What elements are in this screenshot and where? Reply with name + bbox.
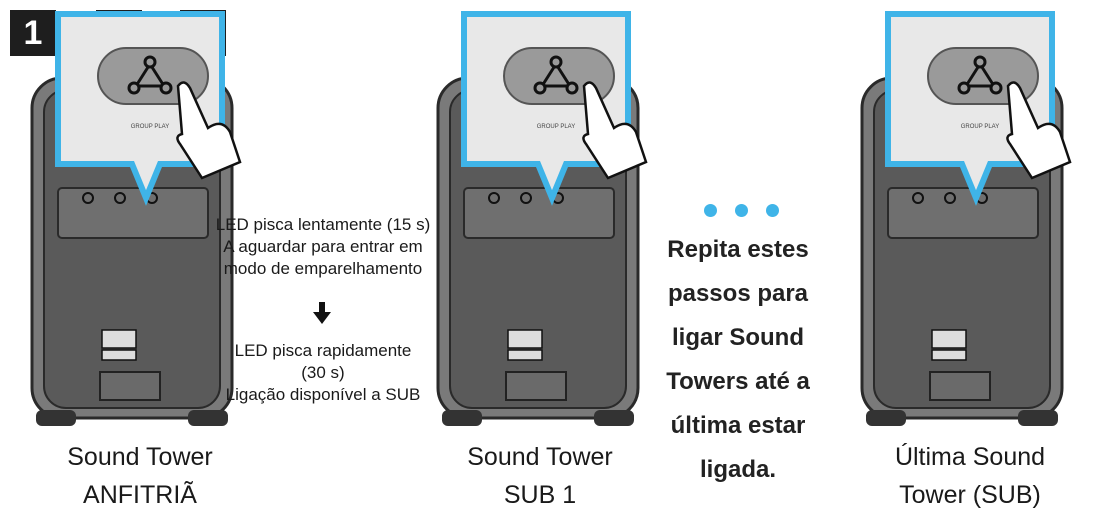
speaker-caption-last-sub: Última Sound Tower (SUB) xyxy=(850,438,1090,514)
caption-line: ANFITRIÃ xyxy=(83,481,197,509)
led-info-line: modo de emparelhamento xyxy=(223,259,423,278)
led-info-line: LED pisca rapidamente xyxy=(234,341,412,360)
ellipsis-dots xyxy=(704,204,779,217)
dot xyxy=(704,204,717,217)
hand-pointer-icon xyxy=(582,81,648,180)
caption-line: Última Sound xyxy=(894,443,1046,471)
dot xyxy=(766,204,779,217)
led-fast-info: LED pisca rapidamente (30 s) Ligação dis… xyxy=(198,340,448,406)
repeat-line: ligada. xyxy=(699,456,777,483)
dot xyxy=(735,204,748,217)
group-play-icon xyxy=(127,55,173,95)
speaker-caption-host: Sound Tower ANFITRIÃ xyxy=(20,438,260,514)
caption-line: SUB 1 xyxy=(503,481,577,509)
led-info-line: A aguardar para entrar em xyxy=(223,237,423,256)
hand-pointer-icon xyxy=(176,81,242,180)
button-label: GROUP PLAY xyxy=(537,124,575,130)
step-badge-1: 1 xyxy=(10,10,56,56)
repeat-line: ligar Sound xyxy=(672,324,804,351)
speaker-host: GROUP PLAY xyxy=(30,11,242,426)
led-info-line: LED pisca lentamente (15 s) xyxy=(215,215,431,234)
group-play-icon xyxy=(533,55,579,95)
led-info-line: (30 s) xyxy=(301,363,345,382)
button-label: GROUP PLAY xyxy=(961,124,999,130)
hand-pointer-icon xyxy=(1006,81,1072,180)
repeat-line: última estar xyxy=(670,412,806,439)
caption-line: Sound Tower xyxy=(467,443,613,471)
caption-line: Sound Tower xyxy=(67,443,213,471)
arrow-down-icon xyxy=(313,302,331,324)
repeat-line: Towers até a xyxy=(666,368,810,395)
repeat-line: passos para xyxy=(667,280,809,307)
speaker-sub1: GROUP PLAY xyxy=(436,11,648,426)
group-play-icon xyxy=(957,55,1003,95)
repeat-line: Repita estes xyxy=(667,236,809,263)
speaker-last-sub: GROUP PLAY xyxy=(860,11,1072,426)
caption-line: Tower (SUB) xyxy=(899,481,1041,509)
speaker-caption-sub1: Sound Tower SUB 1 xyxy=(420,438,660,514)
led-slow-info: LED pisca lentamente (15 s) A aguardar p… xyxy=(198,214,448,280)
led-info-line: Ligação disponível a SUB xyxy=(225,385,421,404)
button-label: GROUP PLAY xyxy=(131,124,169,130)
repeat-instructions: Repita estes passos para ligar Sound Tow… xyxy=(648,228,828,492)
